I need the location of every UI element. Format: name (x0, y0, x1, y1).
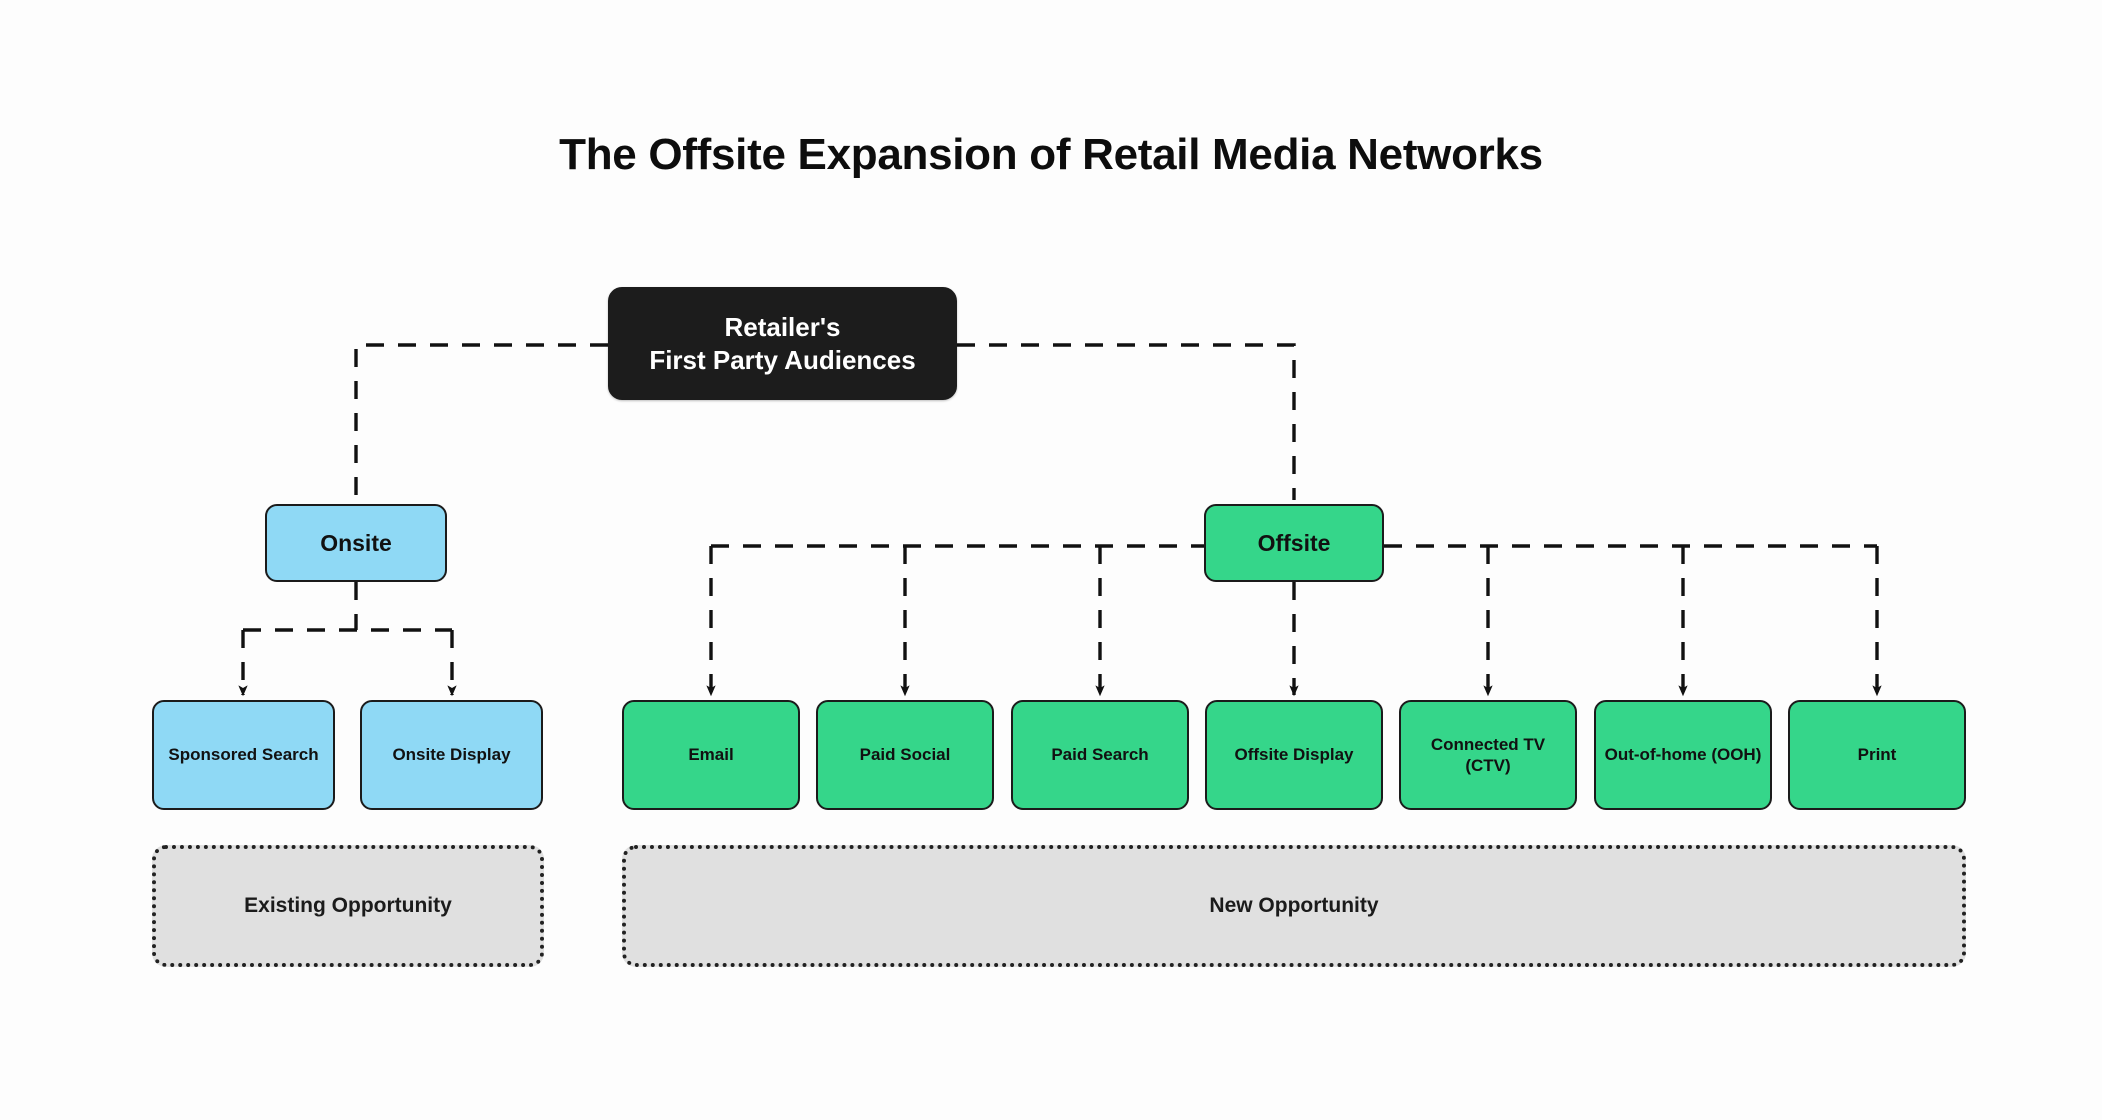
node-offsite[interactable]: Offsite (1204, 504, 1384, 582)
group-new-opportunity: New Opportunity (622, 845, 1966, 967)
node-onsite[interactable]: Onsite (265, 504, 447, 582)
group-existing-opportunity: Existing Opportunity (152, 845, 544, 967)
root-line-1: Retailer's (724, 312, 841, 342)
node-print[interactable]: Print (1788, 700, 1966, 810)
node-retailer-first-party-audiences[interactable]: Retailer's First Party Audiences (608, 287, 957, 400)
node-email[interactable]: Email (622, 700, 800, 810)
root-line-2: First Party Audiences (649, 344, 916, 375)
node-onsite-display[interactable]: Onsite Display (360, 700, 543, 810)
page-title: The Offsite Expansion of Retail Media Ne… (559, 130, 1543, 179)
node-out-of-home[interactable]: Out-of-home (OOH) (1594, 700, 1772, 810)
node-offsite-display[interactable]: Offsite Display (1205, 700, 1383, 810)
edge-root-to-offsite (957, 343, 1296, 500)
node-sponsored-search[interactable]: Sponsored Search (152, 700, 335, 810)
node-paid-social[interactable]: Paid Social (816, 700, 994, 810)
node-paid-search[interactable]: Paid Search (1011, 700, 1189, 810)
edge-root-to-onsite (354, 343, 608, 500)
node-connected-tv[interactable]: Connected TV (CTV) (1399, 700, 1577, 810)
